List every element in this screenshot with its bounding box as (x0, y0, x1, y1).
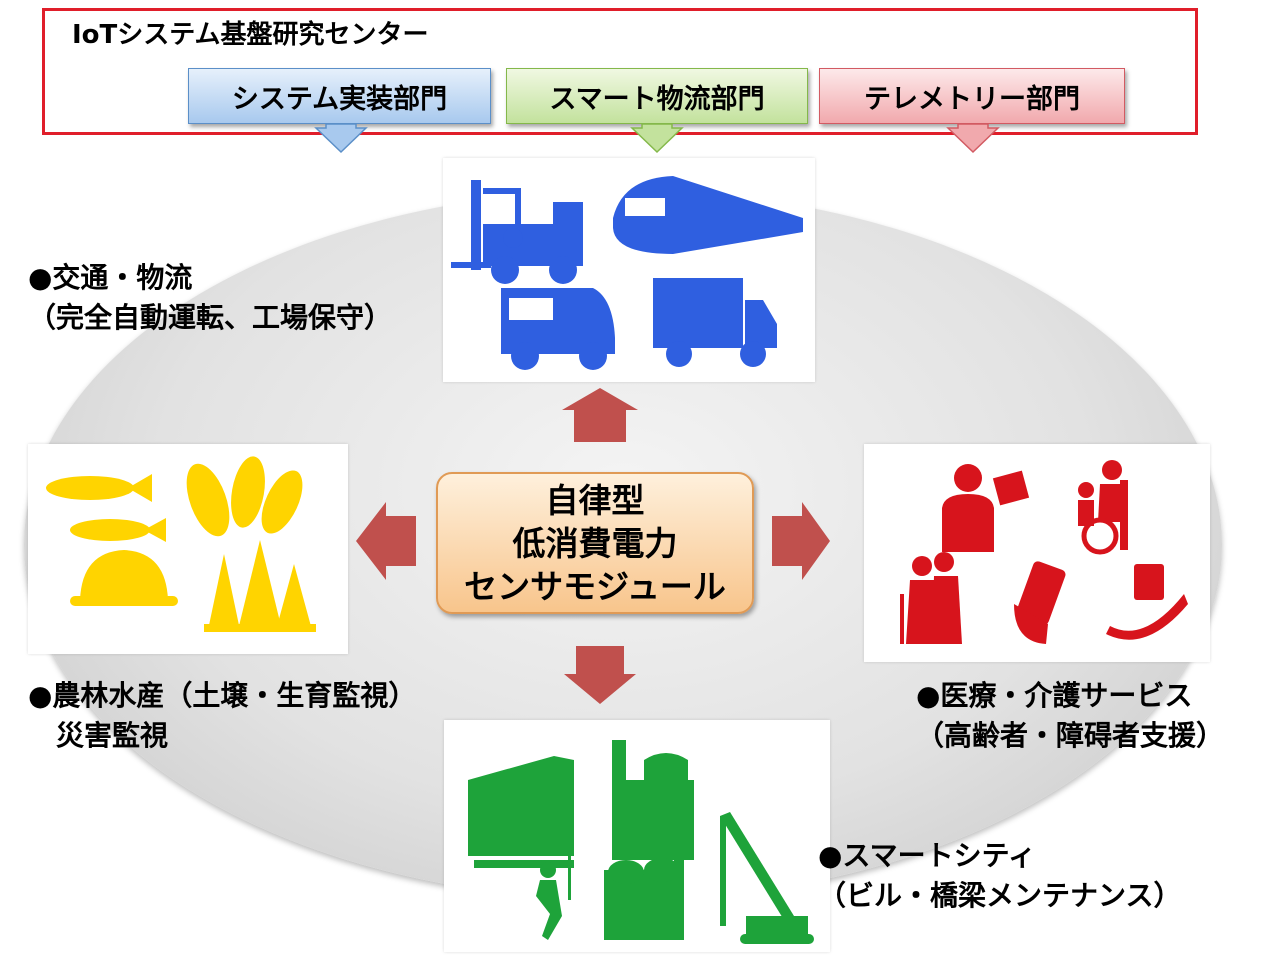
label-agri-line1: ●農林水産（土壌・生育監視） (28, 679, 417, 712)
label-agri-line2: 災害監視 (28, 719, 169, 752)
beans-icon (186, 456, 303, 537)
transport-panel (443, 158, 815, 382)
plant-tanks-icon (604, 840, 684, 940)
smart-city-panel (444, 720, 830, 952)
agri-icons (46, 456, 316, 632)
core-line-2: 低消費電力 (512, 523, 678, 563)
core-line-1: 自律型 (545, 480, 645, 520)
truck-icon (653, 278, 777, 367)
label-agriculture: ●農林水産（土壌・生育監視） 災害監視 (28, 676, 416, 756)
wheelchair-icon (1078, 460, 1128, 555)
fish-icon (46, 474, 152, 502)
blood-pressure-icon (1106, 564, 1188, 640)
label-medical: ●医療・介護サービス （高齢者・障碍者支援） (916, 676, 1224, 756)
hard-hat-icon (70, 550, 178, 606)
label-medical-line1: ●医療・介護サービス (916, 679, 1193, 712)
hotel-building-icon (468, 756, 574, 868)
medical-panel (864, 444, 1210, 662)
label-city-line1: ●スマートシティ (818, 839, 1036, 872)
dept-telemetry: テレメトリー部門 (819, 68, 1125, 124)
smartphone-icon (1014, 561, 1066, 644)
forklift-icon (451, 180, 583, 284)
dept-smart-logistics: スマート物流部門 (506, 68, 808, 124)
fish-icon (70, 518, 166, 542)
elderly-couple-icon (900, 552, 962, 644)
transport-icons (451, 176, 803, 370)
agriculture-panel (28, 444, 348, 654)
crane-icon (720, 812, 814, 944)
label-city-line2: （ビル・橋梁メンテナンス） (818, 879, 1182, 912)
medical-icons (900, 460, 1188, 644)
core-line-3: センサモジュール (464, 566, 726, 606)
patient-monitor-icon (942, 464, 1030, 552)
label-transport: ●交通・物流 （完全自動運転、工場保守） (28, 258, 392, 338)
label-medical-line2: （高齢者・障碍者支援） (916, 719, 1225, 752)
forest-icon (204, 540, 316, 632)
label-transport-line1: ●交通・物流 (28, 261, 193, 294)
van-icon (501, 288, 615, 370)
dept-system-implementation: システム実装部門 (188, 68, 491, 124)
label-smart-city: ●スマートシティ （ビル・橋梁メンテナンス） (818, 836, 1181, 916)
city-icons (468, 740, 814, 944)
train-icon (613, 176, 803, 254)
research-center-title: IoTシステム基盤研究センター (72, 20, 429, 50)
climber-icon (536, 840, 571, 940)
core-sensor-module-box: 自律型 低消費電力 センサモジュール (436, 472, 754, 614)
label-transport-line2: （完全自動運転、工場保守） (28, 301, 393, 334)
